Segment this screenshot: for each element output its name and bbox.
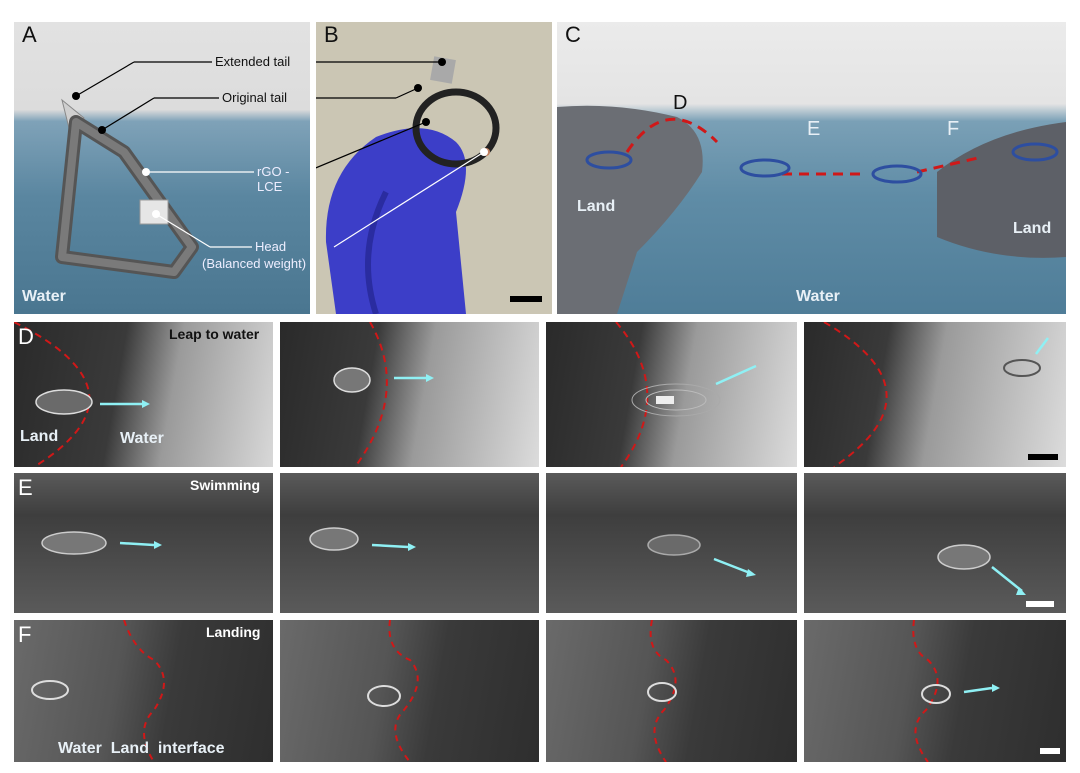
row-e-frame-3 [546, 473, 797, 613]
panel-b-graphic [316, 56, 500, 314]
panel-b-letter: B [324, 22, 339, 47]
row-d-frame-2-graphic [333, 322, 434, 467]
panel-c: C D E F Land Land Water [557, 22, 1066, 314]
callout-extended-tail: Extended tail [215, 54, 291, 69]
row-d-frame-1-graphic [14, 322, 150, 467]
row-e-frame-1-graphic [41, 531, 162, 555]
panel-c-letter: C [565, 22, 581, 47]
row-e-title: Swimming [190, 477, 261, 493]
panel-a-water-label: Water [22, 288, 66, 305]
row-e-scale-bar [1026, 601, 1054, 607]
row-d-frame-4 [804, 322, 1066, 467]
row-f-frame-3 [546, 620, 797, 762]
panel-a-graphic [55, 61, 254, 279]
panel-c-graphic [557, 105, 1066, 314]
stage-d-label: D [673, 92, 688, 114]
row-f-frame-2 [280, 620, 539, 762]
callout-head: Head [255, 239, 287, 254]
callout-rgo-lce: rGO - LCE [257, 164, 290, 194]
row-f-frame-4-graphic [912, 620, 1000, 762]
land-right-label: Land [1013, 220, 1052, 237]
row-f-frame-1: F Landing Water Land interface [14, 620, 273, 762]
row-f-frame-3-graphic [647, 620, 677, 762]
row-e-frame-1: E Swimming [14, 473, 273, 613]
row-e-frame-2-graphic [309, 527, 416, 551]
panel-c-water-label: Water [796, 288, 840, 305]
row-d-frame-3 [546, 322, 797, 467]
row-d-frame-4-graphic [823, 322, 1049, 467]
row-f-title: Landing [206, 624, 261, 640]
row-e-letter: E [18, 475, 33, 500]
row-e-frame-3-graphic [647, 534, 756, 577]
row-e-frame-4 [804, 473, 1066, 613]
row-f-frame-1-graphic [31, 620, 165, 762]
callout-original-tail: Original tail [222, 90, 288, 105]
row-f-interface-label: Water Land interface [58, 740, 225, 757]
row-d-water-label: Water [120, 430, 164, 447]
row-d-frame-3-graphic [615, 322, 757, 467]
row-d-letter: D [18, 324, 34, 349]
panel-b-scale-bar [510, 296, 542, 302]
row-f-letter: F [18, 622, 32, 647]
row-d-title: Leap to water [169, 326, 260, 342]
stage-e-label: E [807, 118, 821, 140]
row-d-scale-bar [1028, 454, 1058, 460]
row-f-scale-bar [1040, 748, 1060, 754]
panel-a-letter: A [22, 22, 37, 47]
row-f-frame-4 [804, 620, 1066, 762]
land-left-label: Land [577, 198, 616, 215]
row-e-frame-4-graphic [937, 544, 1026, 595]
row-f-frame-2-graphic [367, 620, 419, 762]
panel-b: B [316, 22, 552, 314]
row-d-frame-1: D Leap to water Land Water [14, 322, 273, 467]
callout-balanced-weight: (Balanced weight) [202, 256, 307, 271]
row-d-land-label: Land [20, 428, 59, 445]
stage-f-label: F [947, 118, 960, 140]
row-d-frame-2 [280, 322, 539, 467]
panel-a: A Extended tail Original tail rGO - LCE … [14, 22, 310, 314]
row-e-frame-2 [280, 473, 539, 613]
